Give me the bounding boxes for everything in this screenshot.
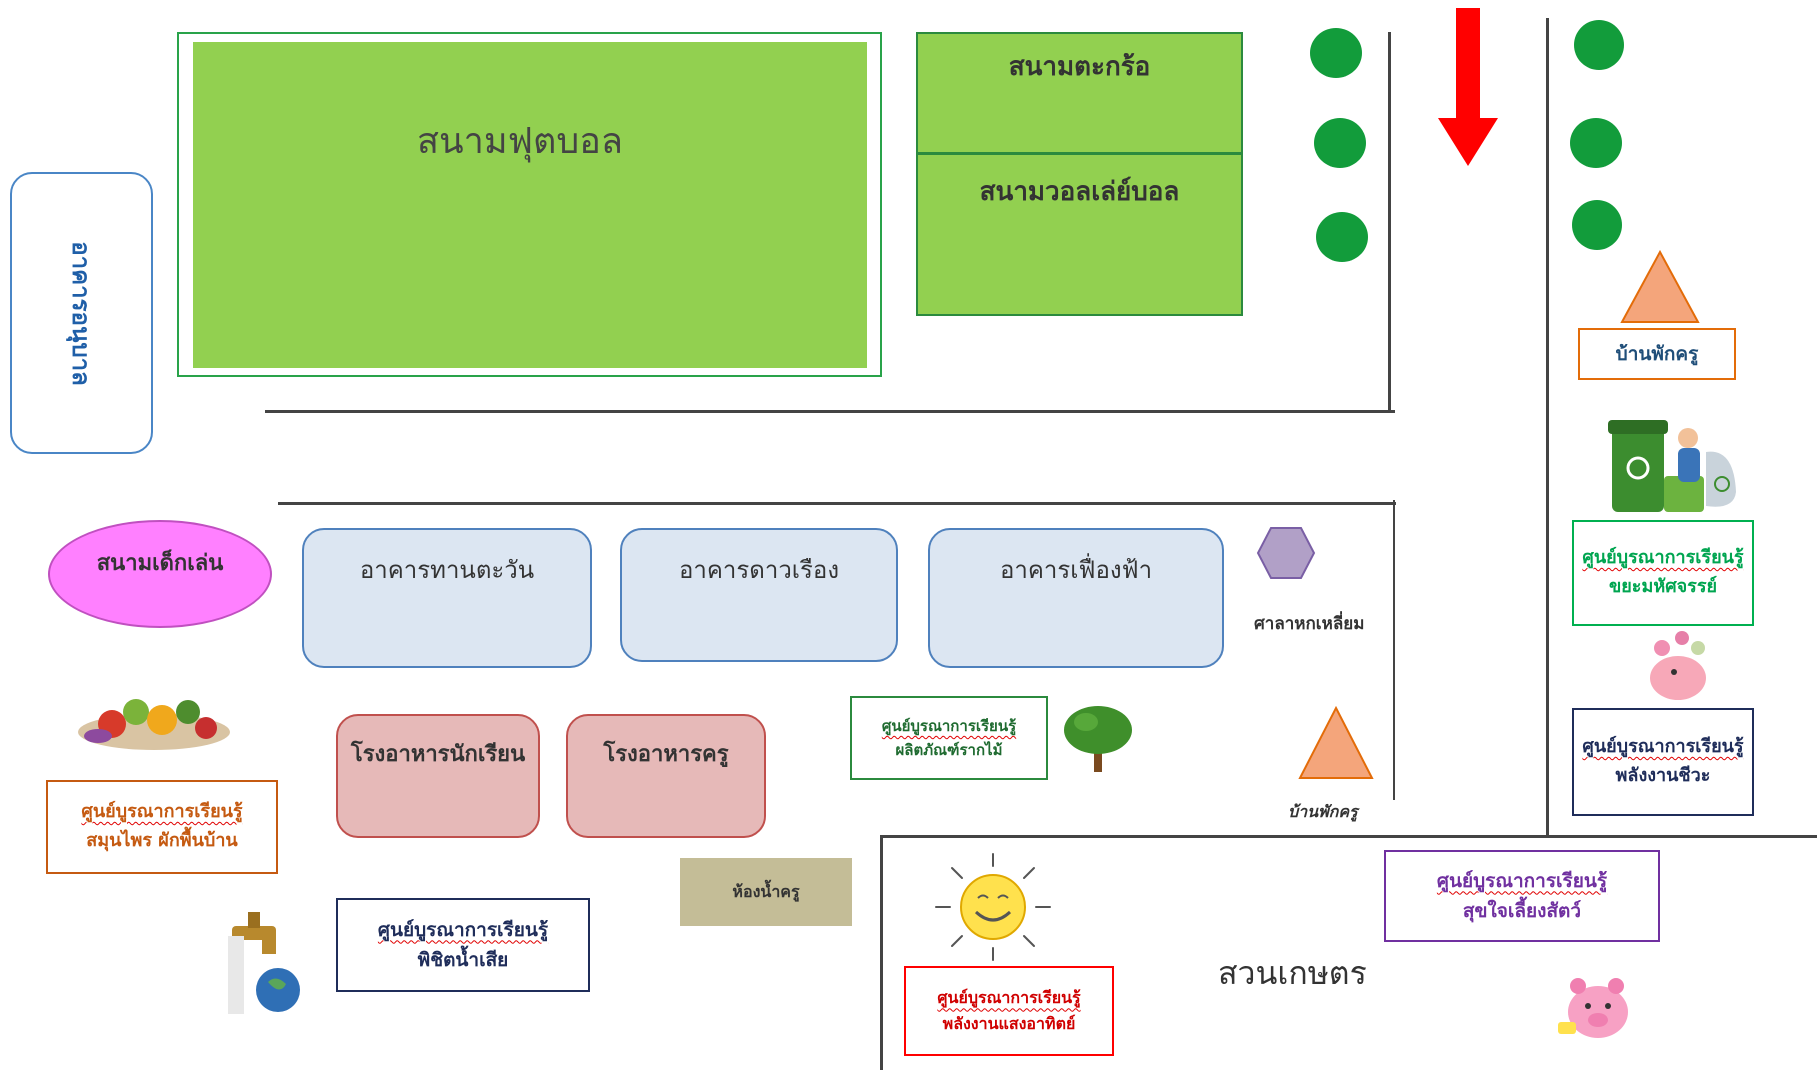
student-canteen[interactable]: โรงอาหารนักเรียน (336, 714, 540, 838)
plant-products-learning-center[interactable]: ศูนย์บูรณาการเรียนรู้ ผลิตภัณฑ์รากไม้ (850, 696, 1048, 780)
pig-icon (1558, 978, 1628, 1038)
road-line-right-middle (1393, 500, 1395, 800)
volleyball-court[interactable]: สนามวอลเล่ย์บอล (916, 153, 1243, 316)
teacher-restroom[interactable]: ห้องน้ำครู (680, 858, 852, 926)
teacher-canteen[interactable]: โรงอาหารครู (566, 714, 766, 838)
teacher-house-label-2: บ้านพักครู (1288, 802, 1358, 821)
road-line-top (265, 410, 1395, 413)
vegetables-icon (78, 699, 230, 750)
faucet-icon (228, 912, 300, 1014)
tree-icon (1572, 200, 1622, 250)
playground-label: สนามเด็กเล่น (96, 550, 224, 576)
tree-icon (1570, 118, 1622, 168)
road-line-middle (278, 502, 1396, 505)
piggy-bank-icon (1650, 631, 1706, 700)
hexagon-icon (1256, 527, 1316, 579)
wastewater-learning-center[interactable]: ศูนย์บูรณาการเรียนรู้ พิชิตน้ำเสีย (336, 898, 590, 992)
tree-icon (1316, 212, 1368, 262)
garden-border-left (880, 835, 883, 1070)
kindergarten-building[interactable]: อาคารอนุบาล (10, 172, 153, 454)
building-daoruang[interactable]: อาคารดาวเรือง (620, 528, 898, 662)
takraw-court-label: สนามตะกร้อ (1008, 52, 1151, 82)
building-fuangfa[interactable]: อาคารเฟื่องฟ้า (928, 528, 1224, 668)
herbs-learning-center[interactable]: ศูนย์บูรณาการเรียนรู้ สมุนไพร ผักพื้นบ้า… (46, 780, 278, 874)
tree-icon (1064, 706, 1132, 772)
triangle-icon (1298, 705, 1374, 779)
animals-learning-center[interactable]: ศูนย์บูรณาการเรียนรู้ สุขใจเลี้ยงสัตว์ (1384, 850, 1660, 942)
playground[interactable]: สนามเด็กเล่น (48, 520, 272, 628)
garden-label[interactable]: สวนเกษตร (1218, 954, 1367, 992)
volleyball-court-label: สนามวอลเล่ย์บอล (979, 177, 1180, 207)
kindergarten-building-label: อาคารอนุบาล (67, 240, 95, 386)
recycle-bin-icon (1608, 420, 1736, 512)
football-field-frame (177, 32, 882, 377)
football-field[interactable]: สนามฟุตบอล (193, 42, 867, 368)
tree-icon (1310, 28, 1362, 78)
waste-learning-center[interactable]: ศูนย์บูรณาการเรียนรู้ ขยะมหัศจรรย์ (1572, 520, 1754, 626)
football-field-label: สนามฟุตบอล (417, 120, 623, 162)
garden-border-top (880, 835, 1817, 838)
arrow-down-icon (1438, 8, 1498, 166)
tree-icon (1314, 118, 1366, 168)
tree-icon (1574, 20, 1624, 70)
road-line-vertical-right (1546, 18, 1549, 836)
takraw-court[interactable]: สนามตะกร้อ (916, 32, 1243, 154)
triangle-icon (1620, 249, 1700, 323)
biogas-learning-center[interactable]: ศูนย์บูรณาการเรียนรู้ พลังงานชีวะ (1572, 708, 1754, 816)
teacher-house-label-1[interactable]: บ้านพักครู (1578, 328, 1736, 380)
hexagon-pavilion-label: ศาลาหกเหลี่ยม (1254, 614, 1365, 634)
solar-learning-center[interactable]: ศูนย์บูรณาการเรียนรู้ พลังงานแสงอาทิตย์ (904, 966, 1114, 1056)
road-line-right-upper (1388, 32, 1391, 412)
building-tantawan[interactable]: อาคารทานตะวัน (302, 528, 592, 668)
sun-icon (935, 853, 1051, 961)
